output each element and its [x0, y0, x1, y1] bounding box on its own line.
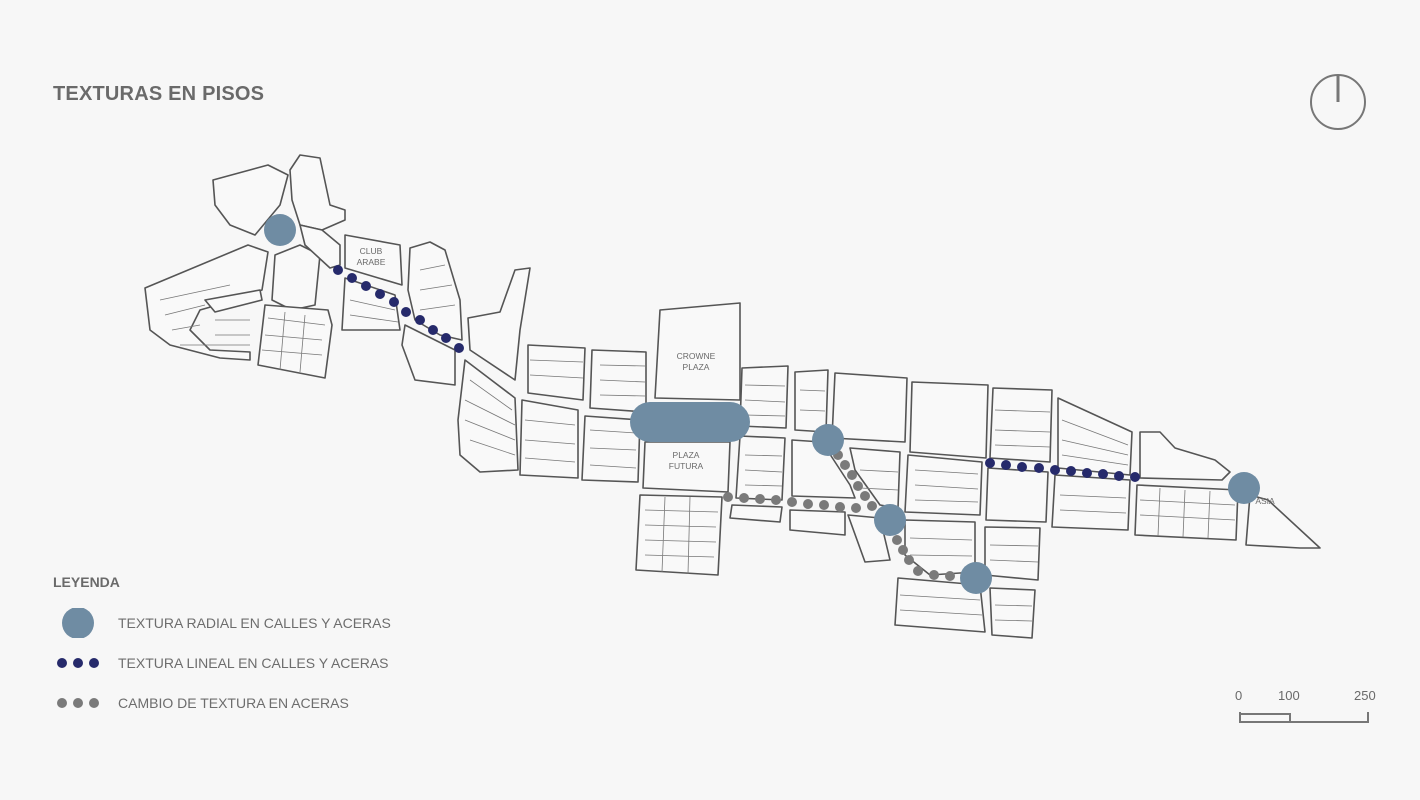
label-plaza-futura-1: PLAZA [673, 450, 700, 460]
block [407, 241, 463, 341]
block [984, 526, 1041, 581]
block [1245, 494, 1321, 549]
block [257, 304, 333, 379]
block [1051, 474, 1131, 531]
scale-bar: 0 100 250 [1230, 688, 1390, 728]
label-plaza: PLAZA [683, 362, 710, 372]
block [344, 234, 403, 286]
block [729, 504, 783, 523]
block [271, 244, 321, 311]
large-circle-icon [62, 608, 94, 638]
legend-label-linear: TEXTURA LINEAL EN CALLES Y ACERAS [118, 655, 389, 671]
block [909, 381, 989, 459]
label-asia: ASIA [1255, 496, 1275, 506]
block [1139, 431, 1231, 481]
block [1057, 397, 1133, 476]
sidewalk-texture-dots [723, 450, 955, 581]
radial-texture-nodes [264, 214, 1260, 594]
block [299, 224, 341, 269]
block [794, 369, 829, 433]
block [1134, 484, 1239, 541]
block [735, 435, 786, 501]
label-futura: FUTURA [669, 461, 704, 471]
legend-label-sidewalk: CAMBIO DE TEXTURA EN ACERAS [118, 695, 349, 711]
legend-item-sidewalk: CAMBIO DE TEXTURA EN ACERAS [0, 688, 520, 718]
north-arrow-icon [1310, 74, 1366, 130]
scale-tick-0: 0 [1235, 688, 1243, 703]
map-labels: CLUB ARABE CROWNE PLAZA PLAZA FUTURA ASI… [357, 246, 1275, 506]
block [985, 467, 1049, 523]
city-blocks [144, 154, 1321, 639]
block [849, 447, 901, 509]
block [894, 577, 986, 633]
label-club: CLUB [360, 246, 383, 256]
block [789, 509, 846, 536]
label-arabe: ARABE [357, 257, 386, 267]
scale-tick-100: 100 [1278, 688, 1300, 703]
legend-item-linear: TEXTURA LINEAL EN CALLES Y ACERAS [0, 648, 520, 678]
legend-title: LEYENDA [53, 574, 120, 590]
block [989, 587, 1036, 639]
block [289, 154, 346, 231]
dots-icon [57, 698, 99, 708]
map-title: TEXTURAS EN PISOS [53, 83, 265, 105]
block [204, 289, 263, 313]
plaza-radial-band [630, 402, 750, 442]
scale-tick-250: 250 [1354, 688, 1376, 703]
label-crowne: CROWNE [677, 351, 716, 361]
block [457, 359, 519, 473]
dots-icon [57, 658, 99, 668]
block [654, 302, 741, 401]
block [527, 344, 586, 401]
linear-texture-dots [333, 265, 1140, 482]
block [212, 164, 289, 236]
legend-item-radial: TEXTURA RADIAL EN CALLES Y ACERAS [0, 608, 520, 638]
block [519, 399, 579, 479]
lot-lines [159, 264, 1236, 622]
legend-label-radial: TEXTURA RADIAL EN CALLES Y ACERAS [118, 615, 391, 631]
block [467, 267, 531, 381]
block [635, 494, 723, 576]
block [831, 372, 908, 443]
block [989, 387, 1053, 463]
block [401, 324, 456, 386]
scale-line [1239, 712, 1369, 723]
